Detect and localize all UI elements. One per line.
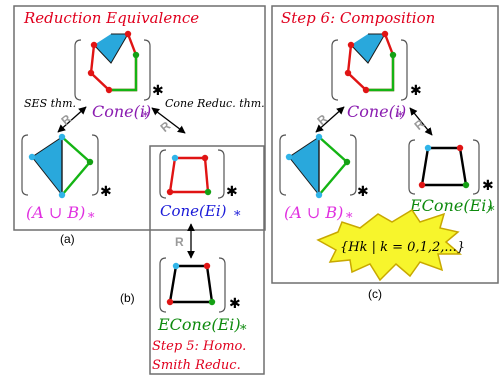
panel-c-title: Step 6: Composition bbox=[281, 9, 435, 27]
union-label-c-asterisk: * bbox=[346, 211, 353, 226]
panel-a-title: Reduction Equivalence bbox=[23, 9, 199, 27]
star-marker: ✱ bbox=[229, 296, 241, 312]
caption-b: (b) bbox=[120, 291, 135, 305]
panel-b-frame bbox=[149, 145, 265, 375]
star-marker: ✱ bbox=[357, 184, 369, 200]
star-marker: ✱ bbox=[226, 184, 238, 200]
star-marker: ✱ bbox=[410, 83, 422, 99]
star-marker: ✱ bbox=[152, 83, 164, 99]
homology-family-label: {Hk | k = 0,1,2,...} bbox=[340, 240, 465, 255]
econe-label-b-asterisk: * bbox=[240, 323, 247, 338]
cone-ei-label-asterisk: * bbox=[234, 209, 241, 224]
composition-arrow-right bbox=[409, 107, 433, 136]
step5-line1: Step 5: Homo. bbox=[152, 339, 246, 354]
cone-ei-complex bbox=[159, 149, 225, 199]
econe-complex-c bbox=[408, 139, 480, 195]
r-symbol-cone-reduction: R bbox=[158, 118, 174, 135]
r-symbol-c-left: R bbox=[314, 111, 330, 128]
composition-burst bbox=[316, 208, 463, 282]
caption-a: (a) bbox=[60, 232, 75, 246]
econe-label-c: ECone(Ei) bbox=[409, 196, 493, 215]
panel-a-frame bbox=[13, 5, 266, 231]
union-complex-a bbox=[21, 132, 99, 200]
cone-i-label-c: Cone(i) bbox=[347, 102, 406, 121]
union-label-c: (A ∪ B) bbox=[284, 203, 343, 222]
composition-arrow-left bbox=[315, 106, 345, 133]
star-marker: ✱ bbox=[482, 178, 494, 194]
cone-i-label-a: Cone(i) bbox=[92, 102, 151, 121]
star-marker: ✱ bbox=[100, 184, 112, 200]
union-label-a: (A ∪ B) bbox=[26, 203, 85, 222]
cone-i-label-c-asterisk: * bbox=[397, 110, 404, 125]
panel-c-frame bbox=[271, 5, 499, 284]
econe-label-b: ECone(Ei) bbox=[157, 315, 241, 334]
ses-arrow bbox=[57, 106, 87, 133]
cone-ei-label: Cone(Ei) bbox=[160, 202, 227, 220]
union-complex-c bbox=[279, 132, 357, 200]
r-symbol-c-right: R bbox=[412, 116, 428, 133]
step5-line2: Smith Reduc. bbox=[152, 358, 241, 373]
cone-reduction-arrow bbox=[151, 107, 186, 134]
cone-i-complex-a bbox=[74, 29, 151, 101]
cone-reduction-theorem-label: Cone Reduc. thm. bbox=[165, 97, 265, 110]
cone-i-complex-c bbox=[331, 29, 408, 101]
ses-theorem-label: SES thm. bbox=[24, 97, 76, 110]
econe-label-c-asterisk: * bbox=[488, 204, 495, 219]
r-symbol-homology: R bbox=[175, 235, 184, 249]
econe-complex-b bbox=[159, 257, 226, 313]
caption-c: (c) bbox=[368, 287, 382, 301]
union-label-a-asterisk: * bbox=[88, 211, 95, 226]
cone-i-label-a-asterisk: * bbox=[142, 110, 149, 125]
